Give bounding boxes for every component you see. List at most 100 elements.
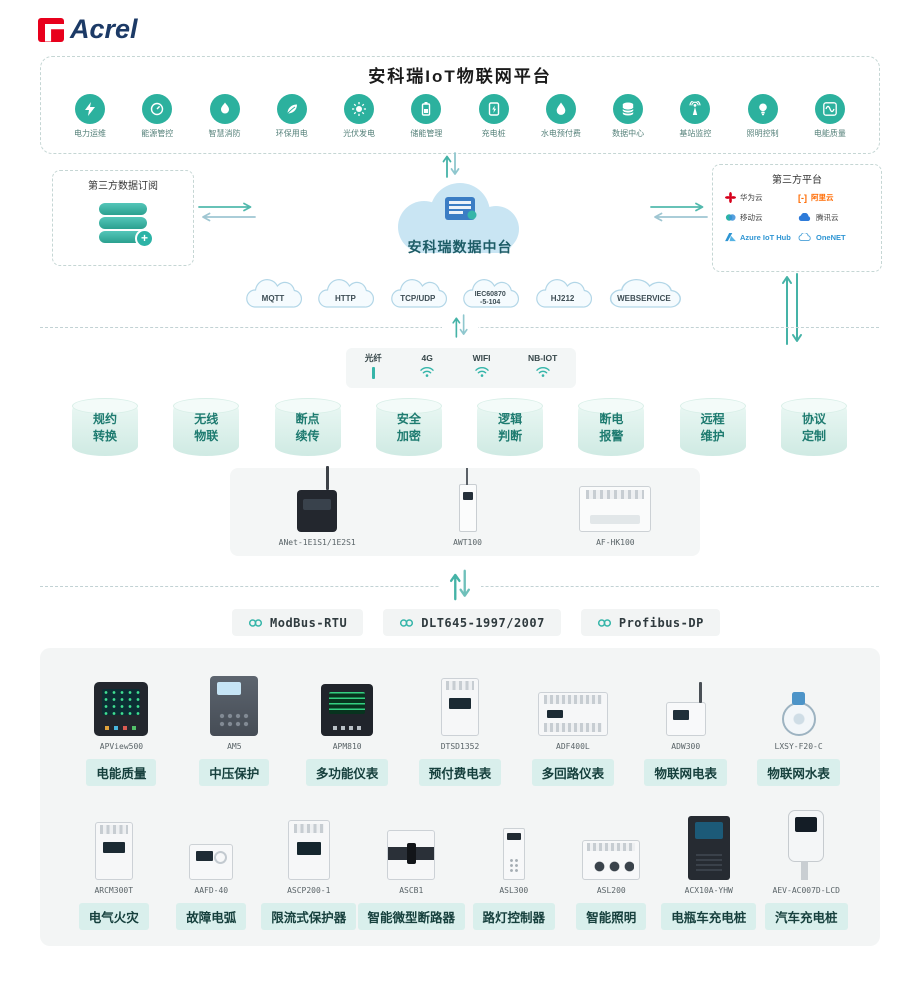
protocol-badge-profibus: Profibus-DP [580, 609, 720, 636]
app-power-quality: 电能质量 [801, 94, 859, 139]
device-image [94, 682, 149, 736]
device-am5: AM5 中压保护 [178, 670, 291, 786]
protocol-cloud-hj212: HJ212 [530, 276, 596, 316]
device-asl300: ASL300 路灯控制器 [465, 810, 563, 930]
conn-fiber: 光纤 [365, 352, 382, 384]
gateway-devices-panel: ANet-1E1S1/1E2S1 AWT100 AF-HK100 [230, 466, 700, 556]
platform-title: 安科瑞IoT物联网平台 [368, 67, 552, 86]
eco-leaf-icon [276, 94, 307, 124]
energy-gauge-icon [142, 94, 173, 124]
acrel-logo-text: Acrel [70, 14, 138, 44]
updown-arrow-icon [440, 151, 462, 184]
device-row-1: APView500 电能质量 AM5 中压保护 APM810 多功能仪表 DTS… [65, 670, 855, 786]
wifi-icon [535, 367, 550, 377]
plus-icon: + [135, 229, 154, 248]
link-icon [248, 618, 263, 627]
device-adf400l: ADF400L 多回路仪表 [516, 670, 629, 786]
third-party-platform-box: 第三方平台 华为云 [-] 阿里云 移动云 腾讯云 Azure IoT Hub [712, 164, 882, 272]
dashed-divider [40, 312, 879, 345]
category-badge: 智能照明 [576, 903, 647, 930]
category-badge: 限流式保护器 [261, 903, 357, 930]
conn-nbiot: NB-IOT [528, 353, 557, 383]
device-image [665, 682, 706, 736]
device-image [387, 830, 436, 880]
end-devices-panel: APView500 电能质量 AM5 中压保护 APM810 多功能仪表 DTS… [40, 648, 880, 946]
provider-huawei: 华为云 [725, 191, 798, 204]
bulb-icon [747, 94, 778, 124]
feature-cylinder: 断点 续传 [274, 398, 341, 456]
conn-4g: 4G [419, 353, 435, 383]
app-fire: 智慧消防 [196, 94, 254, 139]
sine-wave-icon [814, 94, 845, 124]
protocol-cloud-tcpudp: TCP/UDP [385, 276, 451, 316]
device-image [287, 820, 330, 880]
device-image [94, 822, 133, 880]
category-badge: 汽车充电桩 [765, 903, 848, 930]
updown-arrow-icon [441, 312, 478, 345]
device-apm810: APM810 多功能仪表 [291, 670, 404, 786]
app-power-ops: 电力运维 [61, 94, 119, 139]
category-badge: 故障电弧 [176, 903, 247, 930]
bidirectional-arrow-icon [648, 199, 710, 230]
device-aev: AEV-AC007D-LCD 汽车充电桩 [758, 810, 856, 930]
device-asl200: ASL200 智能照明 [563, 810, 661, 930]
solar-sun-icon [344, 94, 375, 124]
battery-icon [411, 94, 442, 124]
link-icon [597, 618, 611, 627]
data-hub-label: 安科瑞数据中台 [407, 239, 513, 255]
azure-icon [725, 233, 736, 242]
protocol-cloud-http: HTTP [312, 276, 378, 316]
gateway-device-image [297, 466, 338, 532]
device-adw300: ADW300 物联网电表 [629, 670, 742, 786]
database-subscribe-icon: + [99, 203, 154, 248]
cloud-providers-grid: 华为云 [-] 阿里云 移动云 腾讯云 Azure IoT Hub OneNET [713, 186, 881, 244]
third-party-title: 第三方平台 [772, 175, 822, 186]
updown-long-arrow-icon [780, 271, 804, 352]
feature-cylinder: 逻辑 判断 [477, 398, 544, 456]
protocol-cloud-iec: IEC60870 -5-104 [457, 276, 523, 316]
app-lighting: 照明控制 [734, 94, 792, 139]
feature-cylinder: 安全 加密 [375, 398, 442, 456]
device-acx10a: ACX10A-YHW 电瓶车充电桩 [660, 810, 758, 930]
category-badge: 预付费电表 [418, 759, 502, 786]
link-icon [400, 618, 414, 627]
provider-azure: Azure IoT Hub [725, 231, 798, 244]
feature-cylinder: 远程 维护 [679, 398, 746, 456]
feature-cylinder: 协议 定制 [780, 398, 847, 456]
category-badge: 电能质量 [86, 759, 157, 786]
device-image [537, 692, 608, 736]
conn-wifi: WIFI [473, 353, 491, 383]
bidirectional-arrow-icon [196, 199, 258, 230]
app-datacenter: 数据中心 [599, 94, 657, 139]
gateway-awt100: AWT100 [453, 468, 482, 547]
data-hub-cloud: 安科瑞数据中台 [372, 174, 548, 268]
category-badge: 多功能仪表 [305, 759, 389, 786]
device-apview500: APView500 电能质量 [65, 670, 178, 786]
mobile-cloud-icon [725, 214, 736, 221]
subscription-title: 第三方数据订阅 [88, 181, 158, 192]
water-drop-icon [545, 94, 576, 124]
acrel-logo: Acrel [38, 14, 138, 45]
feature-cylinder: 规约 转换 [72, 398, 138, 456]
device-dtsd1352: DTSD1352 预付费电表 [404, 670, 517, 786]
device-image [687, 816, 730, 880]
device-ascp200: ASCP200-1 限流式保护器 [260, 810, 358, 930]
server-icon [445, 197, 477, 220]
dashed-divider [40, 567, 879, 608]
third-party-subscription-box: 第三方数据订阅 + [52, 170, 194, 266]
hub-protocols-row: MQTT HTTP TCP/UDP IEC60870 -5-104 HJ212 … [240, 276, 686, 316]
protocol-badge-dlt645: DLT645-1997/2007 [383, 609, 561, 636]
platform-box: 安科瑞IoT物联网平台 电力运维 能源管控 智慧消防 环保用电 光伏发电 [40, 56, 880, 154]
app-eco: 环保用电 [263, 94, 321, 139]
database-icon [613, 94, 644, 124]
onenet-cloud-icon [798, 233, 811, 241]
huawei-cloud-icon [725, 192, 736, 203]
device-image [788, 810, 825, 880]
category-badge: 多回路仪表 [531, 759, 615, 786]
charging-pile-icon [478, 94, 509, 124]
updown-arrow-icon [438, 567, 481, 608]
app-solar: 光伏发电 [330, 94, 388, 139]
device-arcm300t: ARCM300T 电气火灾 [65, 810, 163, 930]
wifi-icon [474, 367, 489, 377]
